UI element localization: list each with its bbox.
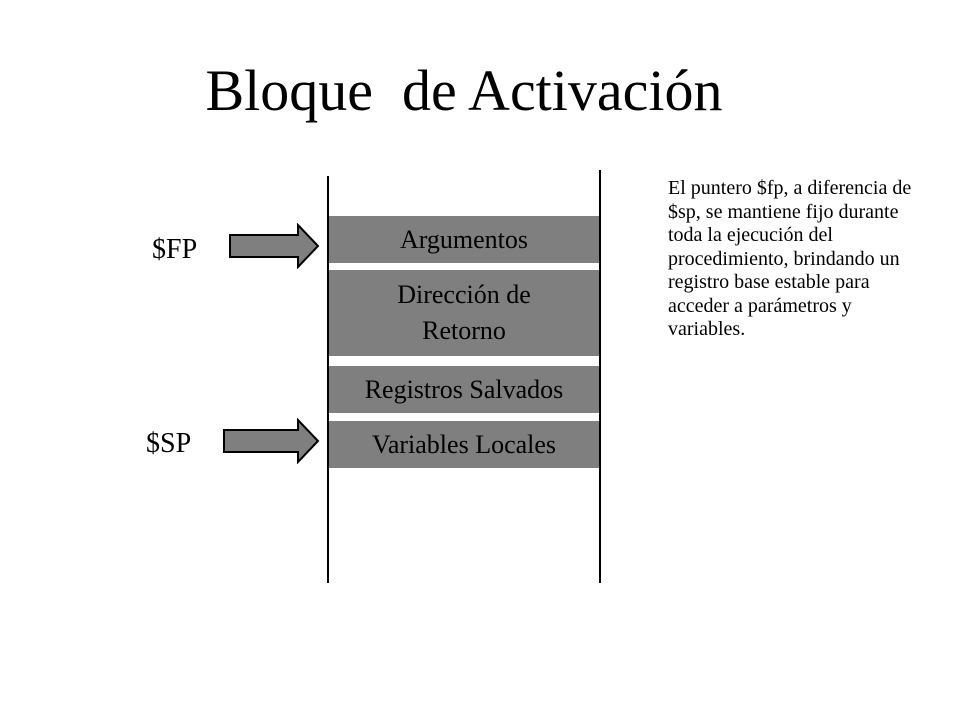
slide-title: Bloque de Activación [205,58,723,123]
block-argumentos: Argumentos [329,216,599,263]
fp-arrow-icon [229,223,320,269]
sp-arrow-icon [223,418,320,464]
explanation-note: El puntero $fp, a diferencia de $sp, se … [668,177,912,340]
block-variables-locales: Variables Locales [329,421,599,468]
stack-left-line [327,176,329,583]
block-registros-salvados: Registros Salvados [329,366,599,413]
block-direccion-retorno: Dirección de Retorno [329,270,599,356]
sp-label: $SP [146,428,192,459]
stack-right-line [599,170,601,583]
fp-label: $FP [152,234,198,265]
